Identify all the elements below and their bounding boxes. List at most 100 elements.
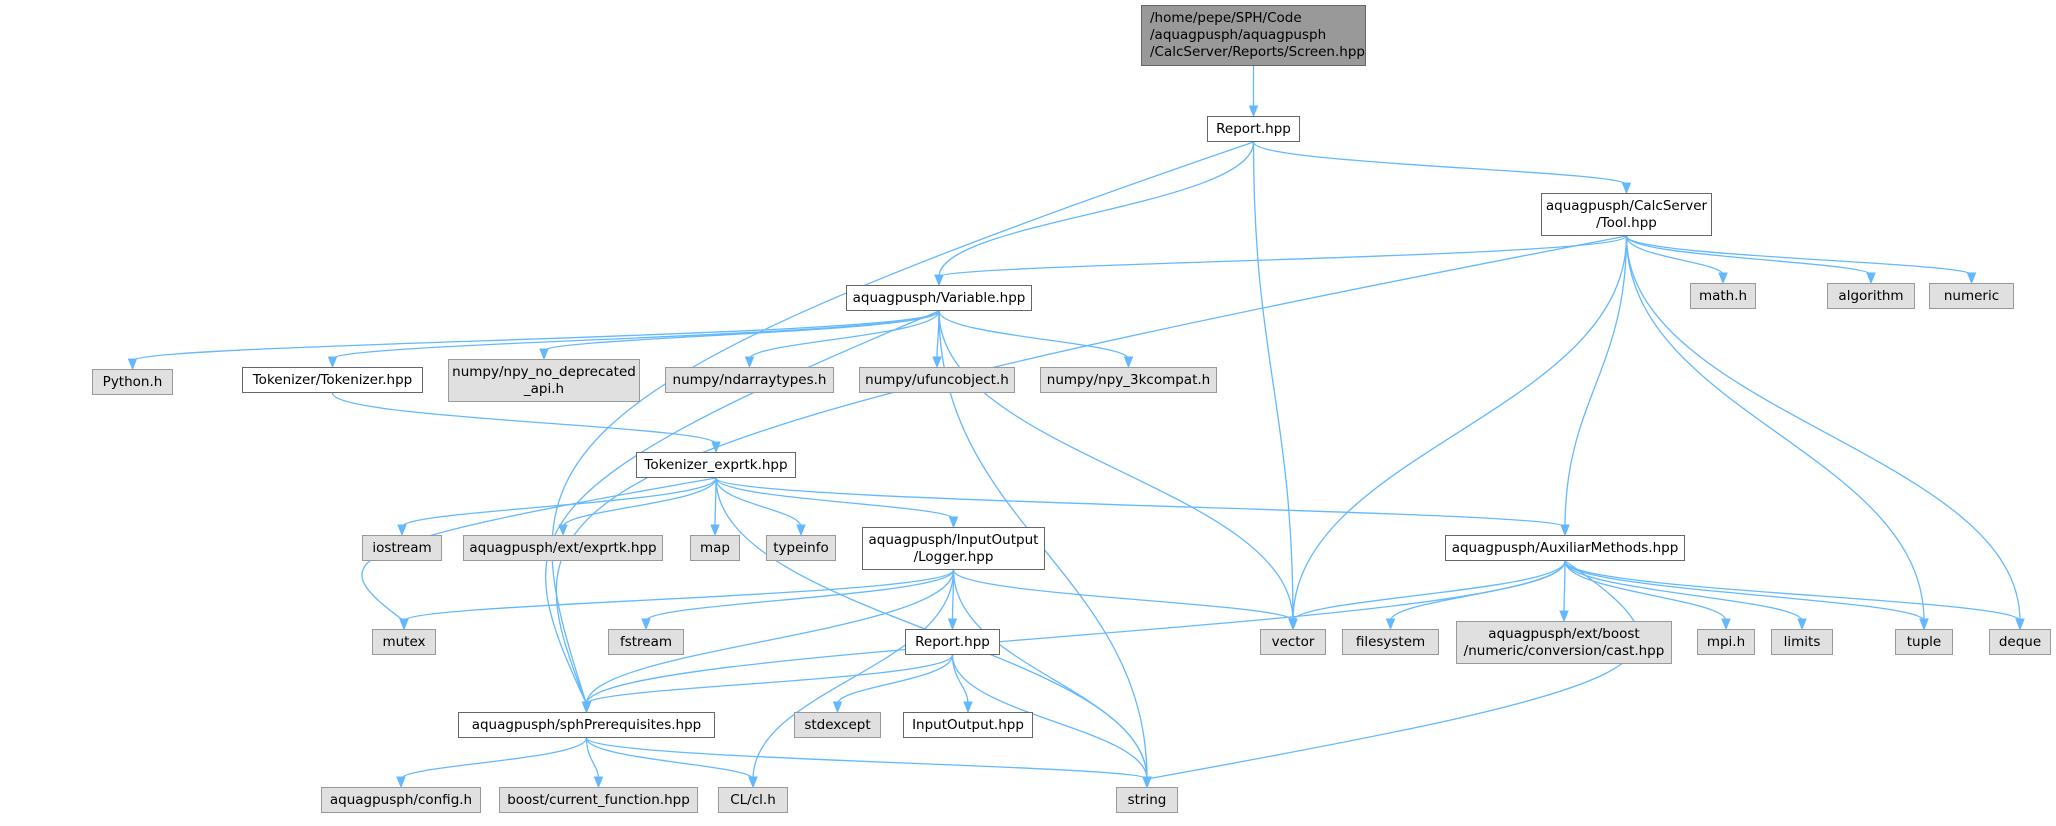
node-numeric[interactable]: numeric (1929, 283, 2014, 309)
node-exprtk-hpp[interactable]: aquagpusph/ext/exprtk.hpp (463, 535, 663, 561)
dependency-edge (562, 477, 717, 528)
node-boost-cast-hpp[interactable]: aquagpusph/ext/boost /numeric/conversion… (1456, 621, 1672, 664)
node-math-h[interactable]: math.h (1690, 283, 1756, 309)
dependency-edge (1564, 560, 2021, 622)
dependency-arrowhead (1248, 105, 1259, 118)
dependency-edge (1292, 560, 1566, 622)
dependency-arrowhead (1288, 618, 1298, 631)
dependency-edge (715, 477, 1566, 528)
dependency-arrowhead (558, 524, 568, 537)
dependency-arrowhead (796, 524, 806, 537)
node-ndarraytypes-h[interactable]: numpy/ndarraytypes.h (665, 367, 834, 393)
dependency-edge (401, 477, 717, 528)
dependency-arrowhead (1797, 618, 1807, 631)
node-npy-3kcompat-h[interactable]: numpy/npy_3kcompat.h (1040, 367, 1217, 393)
dependency-edge (1564, 235, 1628, 528)
dependency-edge (131, 310, 940, 362)
dependency-arrowhead (397, 524, 407, 537)
dependency-edge (1389, 560, 1566, 622)
dependency-edge (715, 477, 955, 520)
node-algorithm[interactable]: algorithm (1827, 283, 1915, 309)
dependency-arrowhead (1621, 182, 1632, 195)
dependency-edge (585, 737, 600, 780)
dependency-edge (1292, 235, 1628, 622)
dependency-arrowhead (711, 441, 721, 454)
node-tool-hpp[interactable]: aquagpusph/CalcServer /Tool.hpp (1541, 193, 1712, 236)
dependency-arrowhead (1718, 272, 1728, 285)
node-stdexcept[interactable]: stdexcept (794, 712, 881, 738)
node-mpi-h[interactable]: mpi.h (1697, 629, 1755, 655)
dependency-arrowhead (593, 776, 604, 789)
dependency-edge (1252, 141, 1628, 186)
node-tokenizer-hpp[interactable]: Tokenizer/Tokenizer.hpp (242, 367, 423, 393)
node-screen-hpp[interactable]: /home/pepe/SPH/Code /aquagpusph/aquagpus… (1141, 5, 1366, 66)
node-variable-hpp[interactable]: aquagpusph/Variable.hpp (846, 285, 1032, 311)
node-deque[interactable]: deque (1989, 629, 2051, 655)
node-npy-no-deprecated-api[interactable]: numpy/npy_no_deprecated _api.h (448, 359, 640, 402)
dependency-edge (400, 737, 588, 780)
node-cl-h[interactable]: CL/cl.h (718, 787, 788, 813)
dependency-edge (952, 569, 1148, 780)
node-config-h[interactable]: aquagpusph/config.h (321, 787, 481, 813)
dependency-edge (1252, 141, 1294, 622)
node-tuple[interactable]: tuple (1895, 629, 1953, 655)
node-fstream[interactable]: fstream (608, 629, 684, 655)
node-ufuncobject-h[interactable]: numpy/ufuncobject.h (859, 367, 1015, 393)
dependency-arrowhead (1919, 618, 1929, 631)
dependency-arrowhead (127, 358, 138, 371)
node-string[interactable]: string (1116, 787, 1178, 813)
node-vector[interactable]: vector (1260, 629, 1326, 655)
node-limits[interactable]: limits (1771, 629, 1833, 655)
node-iostream[interactable]: iostream (362, 535, 442, 561)
node-sphprerequisites-hpp[interactable]: aquagpusph/sphPrerequisites.hpp (458, 712, 715, 738)
dependency-arrowhead (1866, 272, 1876, 285)
node-mutex[interactable]: mutex (372, 629, 436, 655)
dependency-arrowhead (744, 356, 755, 369)
dependency-edge (715, 477, 802, 528)
node-filesystem[interactable]: filesystem (1342, 629, 1439, 655)
dependency-edge (1625, 235, 1973, 276)
dependency-edge (1564, 560, 1727, 622)
node-tokenizer-exprtk-hpp[interactable]: Tokenizer_exprtk.hpp (636, 452, 796, 478)
dependency-arrowhead (947, 618, 958, 631)
node-current-function-hpp[interactable]: boost/current_function.hpp (499, 787, 698, 813)
node-typeinfo[interactable]: typeinfo (766, 535, 836, 561)
dependency-arrowhead (1721, 618, 1731, 631)
node-inputoutput-hpp[interactable]: InputOutput.hpp (903, 712, 1033, 738)
dependency-edge (938, 310, 1294, 622)
dependency-edge (585, 560, 1566, 705)
dependency-arrowhead (748, 776, 758, 789)
dependency-edge (1625, 235, 2021, 622)
node-python-h[interactable]: Python.h (92, 369, 173, 395)
node-auxiliarmethods-hpp[interactable]: aquagpusph/AuxiliarMethods.hpp (1445, 535, 1685, 561)
dependency-arrowhead (934, 274, 944, 287)
dependency-edge (952, 569, 1294, 622)
dependency-arrowhead (1385, 618, 1396, 631)
dependency-arrowhead (1559, 610, 1569, 623)
dependency-arrowhead (581, 701, 592, 714)
dependency-arrowhead (641, 618, 651, 631)
dependency-arrowhead (396, 776, 406, 789)
dependency-edge (1564, 560, 1803, 622)
dependency-edge (645, 569, 955, 622)
dependency-edge (403, 569, 955, 622)
dependency-arrowhead (963, 701, 973, 714)
dependency-edge (1564, 560, 1925, 622)
dependency-edge (1146, 560, 1640, 780)
dependency-edge (951, 654, 1148, 780)
node-logger-hpp[interactable]: aquagpusph/InputOutput /Logger.hpp (862, 527, 1045, 570)
node-map[interactable]: map (690, 535, 740, 561)
dependency-arrowhead (710, 524, 720, 537)
dependency-edge (938, 141, 1255, 278)
node-report-hpp[interactable]: Report.hpp (1207, 116, 1300, 142)
dependency-edge (752, 569, 955, 780)
dependency-edge (938, 310, 1130, 360)
dependency-edge (1625, 235, 1872, 276)
dependency-edge (1625, 235, 1925, 622)
dependency-edge (938, 235, 1628, 278)
dependency-edge (551, 141, 1254, 705)
dependency-arrowhead (399, 618, 409, 631)
node-report2-hpp[interactable]: Report.hpp (905, 629, 1000, 655)
